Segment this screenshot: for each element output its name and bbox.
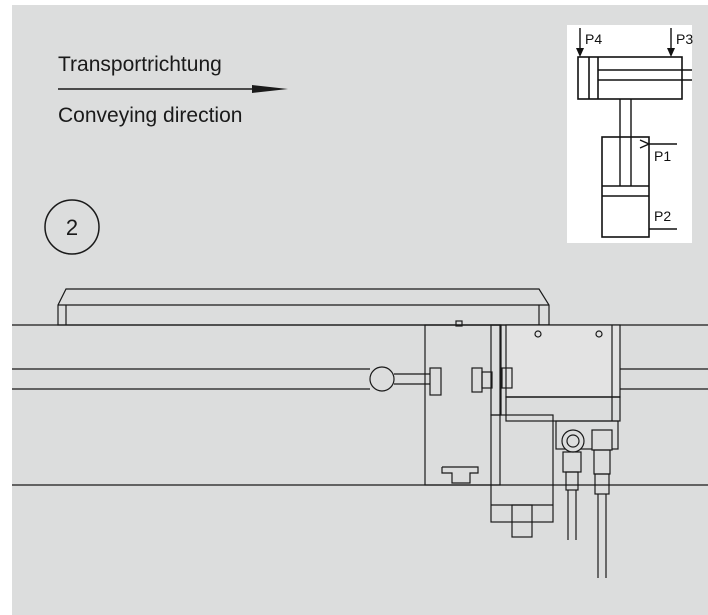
stopper-body	[505, 324, 621, 398]
schematic-inset	[567, 25, 692, 243]
step-number-text: 2	[66, 215, 78, 240]
cylinder-schematic: P4 P3 P1 P2	[567, 25, 693, 243]
port-label-p4: P4	[585, 31, 602, 47]
step-number-badge: 2	[44, 199, 100, 255]
direction-arrow	[58, 85, 288, 93]
port-label-p2: P2	[654, 208, 671, 224]
direction-label-english: Conveying direction	[58, 104, 242, 127]
port-label-p3: P3	[676, 31, 693, 47]
conveyor-drawing	[12, 288, 708, 578]
port-label-p1: P1	[654, 148, 671, 164]
direction-label-german: Transportrichtung	[58, 53, 222, 76]
connector-left	[561, 429, 585, 453]
stopper-ball	[369, 366, 395, 392]
connector-right	[591, 429, 613, 451]
